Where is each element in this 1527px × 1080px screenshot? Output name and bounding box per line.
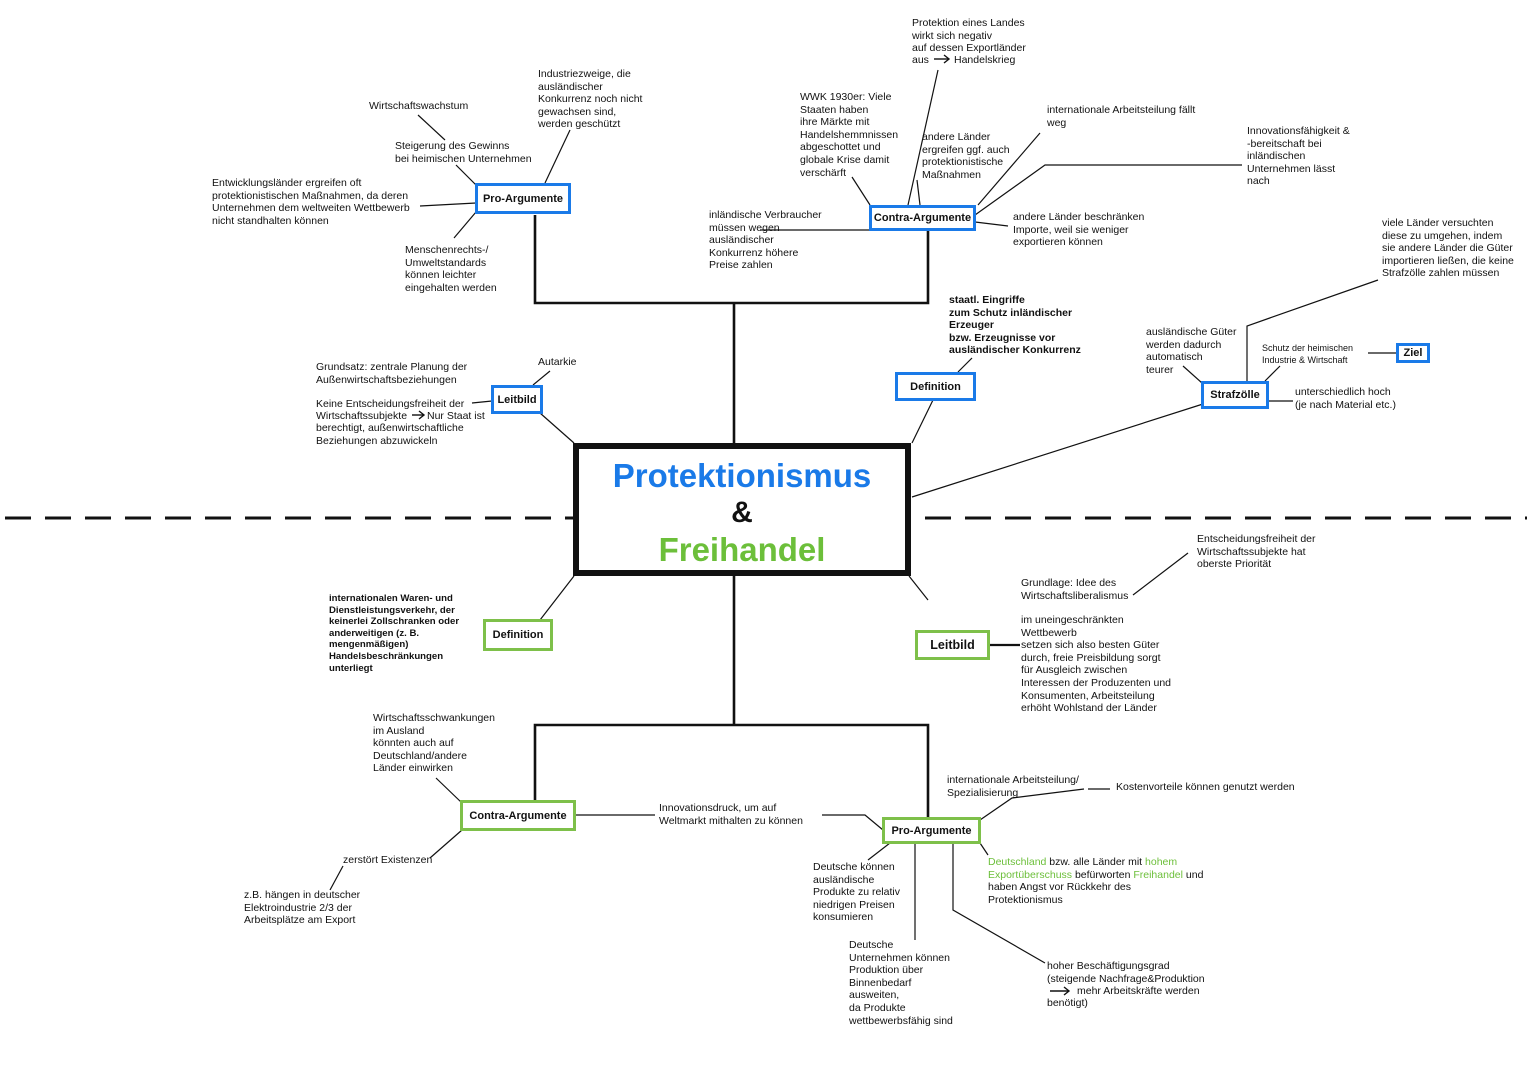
leitbild-wirtschaftssubjekte: Wirtschaftssubjekte <box>316 410 408 422</box>
freihandel-contra-argumente-node[interactable]: Contra-Argumente <box>460 800 576 831</box>
contra-innovation: Innovationsfähigkeit & -bereitschaft bei… <box>1247 125 1350 188</box>
ziel-node[interactable]: Ziel <box>1396 343 1430 363</box>
contra-handelskrieg-label: Handelskrieg <box>954 54 1016 66</box>
leitbild-nur-staat: Nur Staat ist <box>427 410 485 422</box>
contra-importe: andere Länder beschränken Importe, weil … <box>1013 211 1145 249</box>
leitbild-entscheidungsfreiheit: Entscheidungsfreiheit der Wirtschaftssub… <box>1197 533 1316 571</box>
leitbild-grundlage: Grundlage: Idee des Wirtschaftsliberalis… <box>1021 577 1129 602</box>
center-ampersand: & <box>731 496 753 529</box>
pro-beschaeftigungsgrad: hoher Beschäftigungsgrad (steigende Nach… <box>1047 960 1205 985</box>
leitbild-keine-entscheidungsfreiheit: Keine Entscheidungsfreiheit der <box>316 398 465 410</box>
pro-benoetigt: benötigt) <box>1047 997 1088 1009</box>
pro-angst-protektionismus: haben Angst vor Rückkehr des Protektioni… <box>988 881 1132 906</box>
leitbild-autarkie: Autarkie <box>538 356 577 368</box>
pro-kostenvorteile: Kostenvorteile können genutzt werden <box>1116 781 1295 793</box>
freihandel-pro-argumente-node[interactable]: Pro-Argumente <box>882 817 981 844</box>
center-title: Protektionismus <box>612 457 872 494</box>
pro-entwicklungslaender: Entwicklungsländer ergreifen oft protekt… <box>212 177 410 227</box>
bar-top <box>533 215 930 305</box>
bar-bottom <box>533 723 930 817</box>
protektionismus-leitbild-node[interactable]: Leitbild <box>491 385 543 414</box>
freihandel-definition-text: internationalen Waren- und Dienstleistun… <box>329 593 460 674</box>
contra-handelskrieg: Protektion eines Landes wirkt sich negat… <box>912 17 1026 55</box>
contra-andere-laender: andere Länder ergreifen ggf. auch protek… <box>922 131 1010 181</box>
protektionismus-definition-node[interactable]: Definition <box>895 372 976 401</box>
pro-binnenbedarf: Deutsche Unternehmen können Produktion ü… <box>849 939 953 1027</box>
protektionismus-pro-argumente-node[interactable]: Pro-Argumente <box>475 183 571 214</box>
pro-industriezweige: Industriezweige, die ausländischer Konku… <box>538 68 643 131</box>
pro-deutschland-exportueberschuss: Deutschland bzw. alle Länder mit hohem <box>988 856 1178 868</box>
strafzoelle-teurer: ausländische Güter werden dadurch automa… <box>1146 326 1237 376</box>
contra-elektroindustrie: z.B. hängen in deutscher Elektroindustri… <box>244 889 361 927</box>
protektionismus-definition-text: staatl. Eingriffe zum Schutz inländische… <box>949 294 1081 357</box>
leitbild-grundsatz: Grundsatz: zentrale Planung der Außenwir… <box>316 361 468 386</box>
protektionismus-contra-argumente-node[interactable]: Contra-Argumente <box>869 205 976 231</box>
contra-arbeitsteilung: internationale Arbeitsteilung fällt weg <box>1047 104 1196 129</box>
pro-spezialisierung: internationale Arbeitsteilung/ Spezialis… <box>947 774 1079 799</box>
contra-wirtschaftsschwankungen: Wirtschaftsschwankungen im Ausland könnt… <box>373 712 495 775</box>
contra-wwk: WWK 1930er: Viele Staaten haben ihre Mär… <box>800 91 899 179</box>
innovationsdruck: Innovationsdruck, um auf Weltmarkt mitha… <box>659 802 803 827</box>
freihandel-leitbild-node[interactable]: Leitbild <box>915 630 990 660</box>
leitbild-wettbewerb: im uneingeschränkten Wettbewerb setzen s… <box>1021 614 1172 715</box>
pro-menschenrechte: Menschenrechts-/ Umweltstandards können … <box>405 244 497 294</box>
contra-existenzen: zerstört Existenzen <box>343 854 433 866</box>
leitbild-berechtigt: berechtigt, außenwirtschaftliche Beziehu… <box>316 422 464 447</box>
contra-verbraucher: inländische Verbraucher müssen wegen aus… <box>709 209 822 272</box>
pro-wirtschaftswachstum: Wirtschaftswachstum <box>369 100 469 112</box>
freihandel-definition-node[interactable]: Definition <box>483 619 553 651</box>
center-subtitle: Freihandel <box>658 531 826 568</box>
contra-handelskrieg-aus: aus <box>912 54 929 66</box>
pro-konsumieren: Deutsche können ausländische Produkte zu… <box>813 861 900 924</box>
strafzoelle-schutz: Schutz der heimischen Industrie & Wirtsc… <box>1262 343 1354 365</box>
strafzoelle-node[interactable]: Strafzölle <box>1201 381 1269 409</box>
pro-mehr-arbeitskraefte: mehr Arbeitskräfte werden <box>1077 985 1200 997</box>
center-topic-box: Protektionismus & Freihandel <box>573 443 911 576</box>
pro-gewinn: Steigerung des Gewinns bei heimischen Un… <box>395 140 532 165</box>
strafzoelle-umgehen: viele Länder versuchten diese zu umgehen… <box>1382 217 1514 280</box>
strafzoelle-unterschiedlich: unterschiedlich hoch (je nach Material e… <box>1295 386 1396 411</box>
pro-exportueberschuss-line2: Exportüberschuss befürworten Freihandel … <box>988 869 1204 881</box>
